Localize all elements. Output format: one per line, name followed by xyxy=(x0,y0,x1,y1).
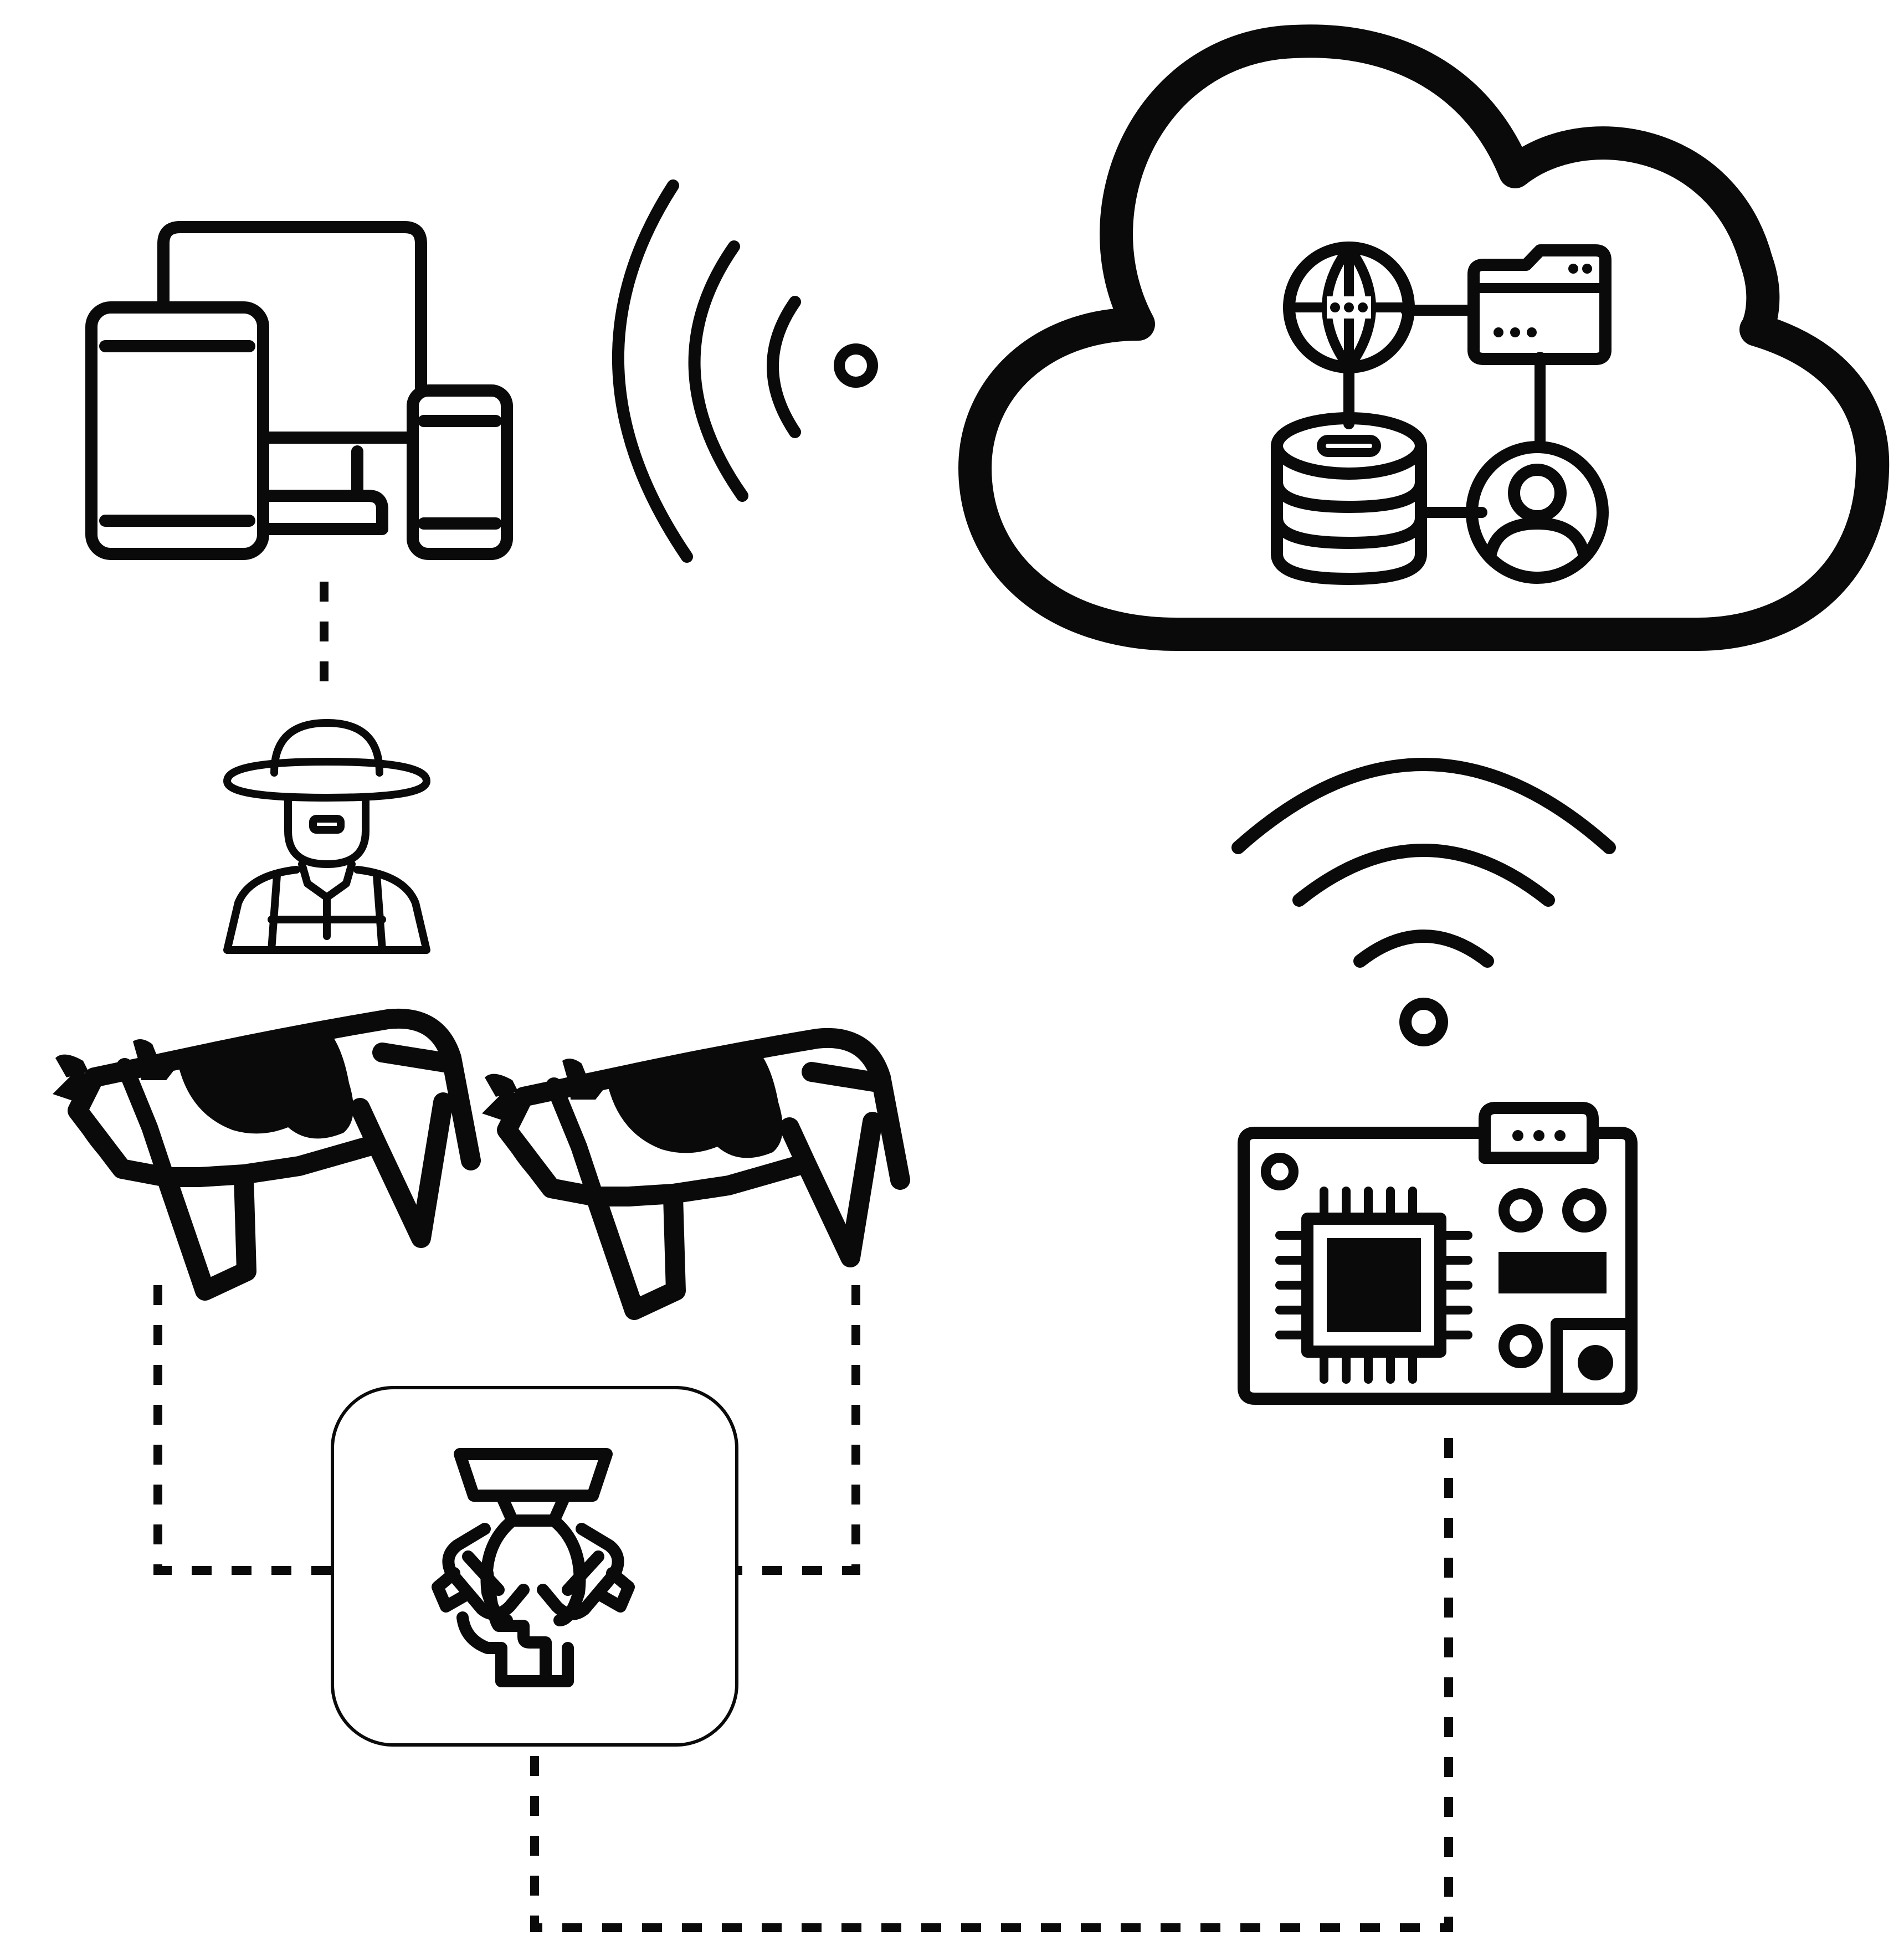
devices-icon xyxy=(85,221,513,560)
circuit-board-icon xyxy=(1238,1102,1638,1405)
milking-cluster-icon xyxy=(432,1448,635,1687)
milking-machine-box xyxy=(331,1386,738,1747)
globe-icon xyxy=(1283,242,1415,373)
farmer-icon xyxy=(223,719,430,954)
cow-icon xyxy=(53,1019,471,1291)
connector-cows-milker xyxy=(153,1285,860,1575)
connector-milker-board xyxy=(530,1432,1453,1932)
cloud-network xyxy=(1343,305,1546,518)
wifi-signal-icon xyxy=(1231,758,1616,1046)
wifi-signal-icon xyxy=(612,179,878,563)
folder-icon xyxy=(1467,244,1612,365)
cow-icon xyxy=(482,1038,900,1310)
user-profile-icon xyxy=(1466,441,1609,584)
cloud-icon xyxy=(958,24,1890,651)
database-icon xyxy=(1271,412,1427,585)
